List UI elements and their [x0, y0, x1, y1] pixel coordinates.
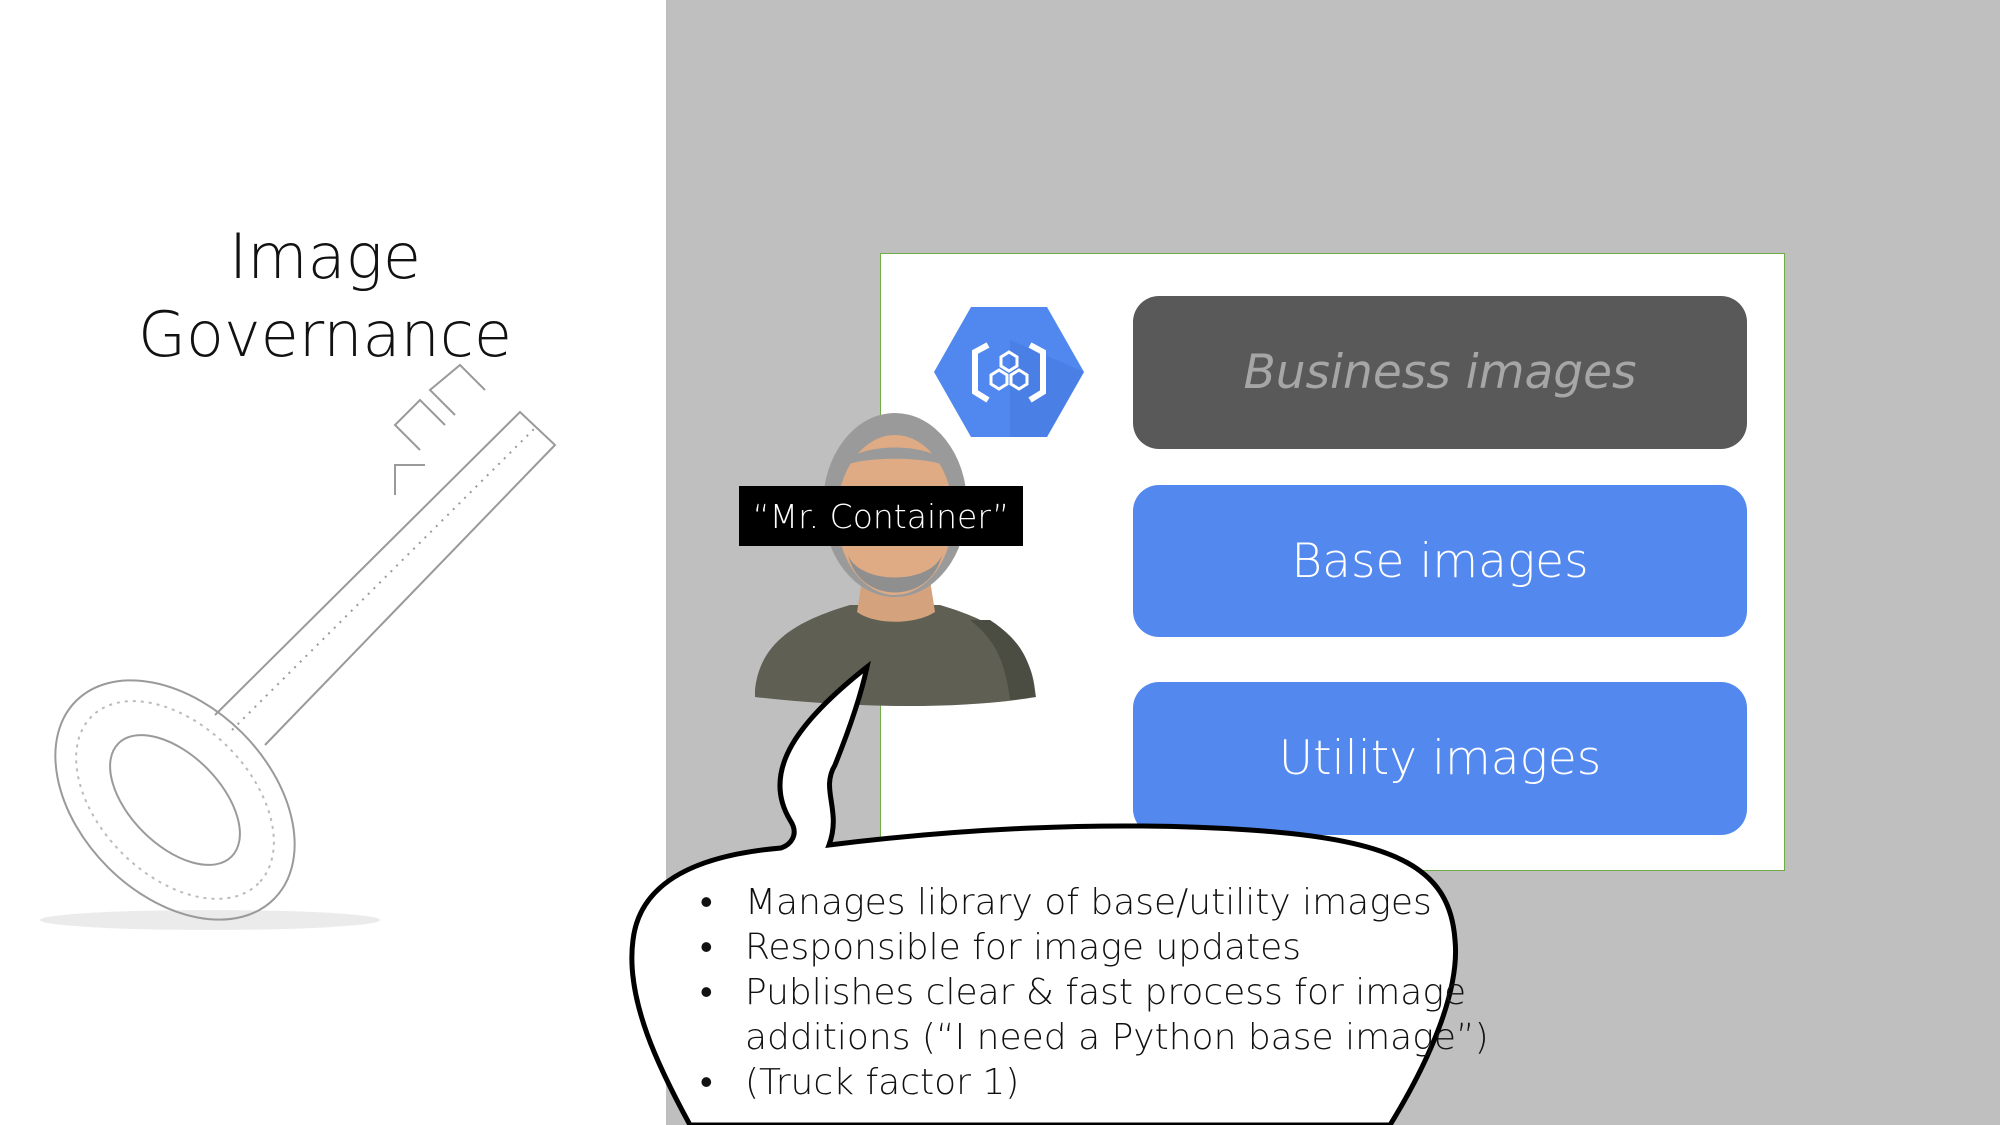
- person-label: “Mr. Container”: [739, 486, 1023, 546]
- bullet-item: Publishes clear & fast process for image: [700, 970, 1489, 1015]
- bullet-item: Responsible for image updates: [700, 925, 1489, 970]
- speech-bullet-list: Manages library of base/utility images R…: [700, 880, 1489, 1105]
- bullet-item-continuation: additions (“I need a Python base image”): [745, 1017, 1489, 1058]
- left-panel: [0, 0, 666, 1125]
- bullet-item: Manages library of base/utility images: [700, 880, 1489, 925]
- business-images-layer: Business images: [1133, 296, 1747, 449]
- utility-images-layer: Utility images: [1133, 682, 1747, 835]
- slide-title: Image Governance: [0, 218, 650, 374]
- bullet-item: (Truck factor 1): [700, 1060, 1489, 1105]
- title-line-1: Image: [228, 220, 422, 293]
- base-images-layer: Base images: [1133, 485, 1747, 637]
- title-line-2: Governance: [137, 298, 513, 371]
